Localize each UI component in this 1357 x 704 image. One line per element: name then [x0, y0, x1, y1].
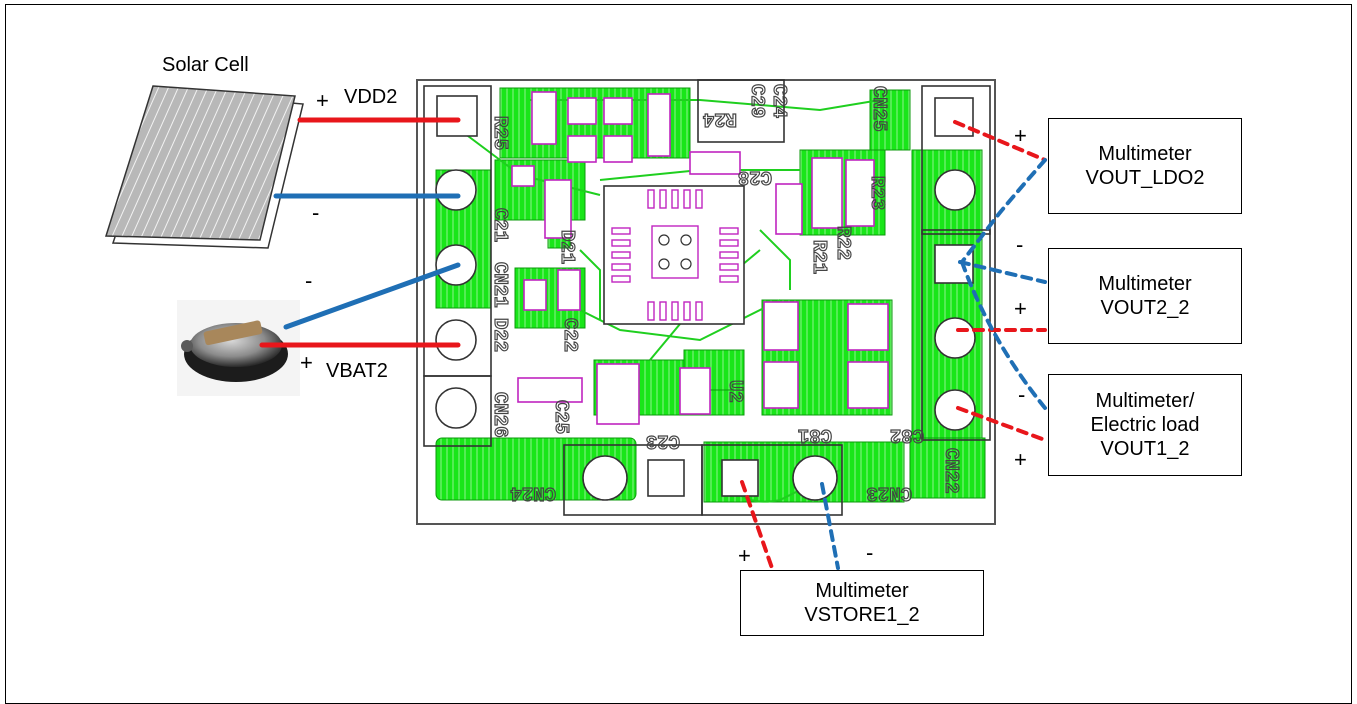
silk-cn25: CN25 [868, 86, 890, 132]
multimeter-vstore1-2-box: Multimeter VSTORE1_2 [740, 570, 984, 636]
vbat2-label: VBAT2 [326, 360, 388, 382]
meter-title: Multimeter/ [1095, 390, 1195, 412]
silk-r24: R24 [703, 108, 737, 130]
solar-minus-sign: - [312, 200, 320, 225]
probe-wires [740, 120, 1047, 570]
solar-cell-label: Solar Cell [162, 54, 249, 76]
supply-wires [259, 117, 461, 348]
meter-signal: VSTORE1_2 [804, 604, 920, 626]
meter-title: Multimeter [1098, 273, 1192, 295]
meter-signal: VOUT_LDO2 [1085, 167, 1205, 189]
vstore-minus-sign: - [866, 540, 874, 565]
wiring-diagram: R25 C21 CN21 D22 CN26 D21 C22 C25 U2 C29… [104, 79, 1047, 570]
vdd2-label: VDD2 [344, 86, 398, 108]
silk-c25: C25 [550, 400, 572, 434]
silk-c22: C22 [559, 318, 581, 352]
silk-r23: R23 [866, 176, 888, 210]
meter-signal: VOUT1_2 [1100, 438, 1190, 460]
silk-c28: C28 [738, 166, 772, 188]
vout2-minus-sign: - [1016, 232, 1024, 257]
meter-signal: VOUT2_2 [1100, 297, 1190, 319]
probe-vstore-positive [740, 480, 774, 570]
silk-c82: C82 [890, 424, 924, 446]
silk-c21: C21 [489, 208, 511, 242]
vbat2-plus-sign: + [300, 350, 313, 375]
vout1-plus-sign: + [1014, 447, 1027, 472]
silk-d21: D21 [556, 230, 578, 264]
meter-subtitle: Electric load [1090, 414, 1200, 436]
battery-minus-sign: - [305, 268, 313, 293]
vout2-plus-sign: + [1014, 296, 1027, 321]
vdd2-plus-sign: + [316, 88, 329, 113]
silk-r25: R25 [489, 116, 511, 150]
pcb-board: R25 C21 CN21 D22 CN26 D21 C22 C25 U2 C29… [416, 79, 996, 525]
multimeter-vout-ldo2-box: Multimeter VOUT_LDO2 [1048, 118, 1242, 214]
silk-cn24: CN24 [510, 482, 556, 504]
silk-cn23: CN23 [866, 482, 912, 504]
silk-cn26: CN26 [489, 392, 511, 438]
multimeter-vout1-2-box: Multimeter/ Electric load VOUT1_2 [1048, 374, 1242, 476]
coin-battery-icon [177, 300, 300, 396]
probe-vout2-negative [958, 260, 1047, 284]
silk-r21: R21 [808, 240, 830, 274]
probe-ldo2-negative [960, 158, 1047, 264]
solar-cell-icon [104, 85, 304, 249]
probe-ldo2-positive [953, 120, 1047, 162]
silk-c29: C29 [746, 84, 768, 118]
silk-u2: U2 [724, 380, 746, 403]
silk-cn22: CN22 [940, 448, 962, 494]
silk-c81: C81 [798, 424, 832, 446]
probe-vout1-negative [960, 260, 1047, 410]
battery-negative-wire [283, 262, 461, 330]
pcb-silkscreen-labels: R25 C21 CN21 D22 CN26 D21 C22 C25 U2 C29… [488, 83, 962, 504]
probe-vout1-positive [956, 406, 1047, 442]
vout1-minus-sign: - [1018, 382, 1026, 407]
silk-r22: R22 [832, 226, 854, 260]
meter-title: Multimeter [815, 580, 909, 602]
ldo2-plus-sign: + [1014, 123, 1027, 148]
probe-vstore-negative [820, 482, 840, 570]
silk-cn21: CN21 [489, 262, 511, 308]
vstore-plus-sign: + [738, 543, 751, 568]
silk-c23: C23 [646, 430, 680, 452]
multimeter-vout2-2-box: Multimeter VOUT2_2 [1048, 248, 1242, 344]
silk-d22: D22 [489, 318, 511, 352]
silk-c24: C24 [768, 84, 790, 118]
ic-u2 [603, 185, 745, 325]
meter-title: Multimeter [1098, 143, 1192, 165]
